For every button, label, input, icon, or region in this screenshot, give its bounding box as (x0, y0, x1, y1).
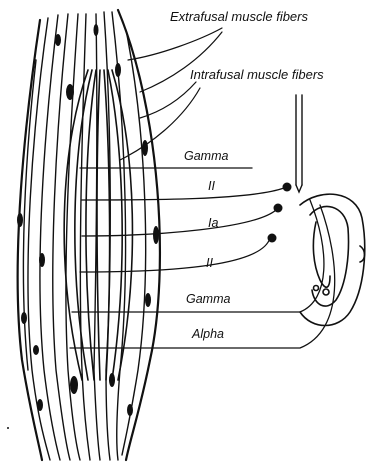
intrafusal-spindle (64, 70, 132, 380)
pointer-lines (120, 28, 222, 160)
electrode (296, 95, 302, 192)
label-alpha: Alpha (192, 328, 224, 341)
muscle-outline-left (18, 20, 42, 460)
label-intrafusal: Intrafusal muscle fibers (190, 68, 324, 81)
label-extrafusal: Extrafusal muscle fibers (170, 10, 308, 23)
label-gamma-bottom: Gamma (186, 293, 230, 306)
label-ii-bottom: II (206, 257, 213, 270)
label-ia: Ia (208, 217, 218, 230)
fiber-nuclei (17, 24, 159, 416)
label-ii-top: II (208, 180, 215, 193)
label-gamma-top: Gamma (184, 150, 228, 163)
